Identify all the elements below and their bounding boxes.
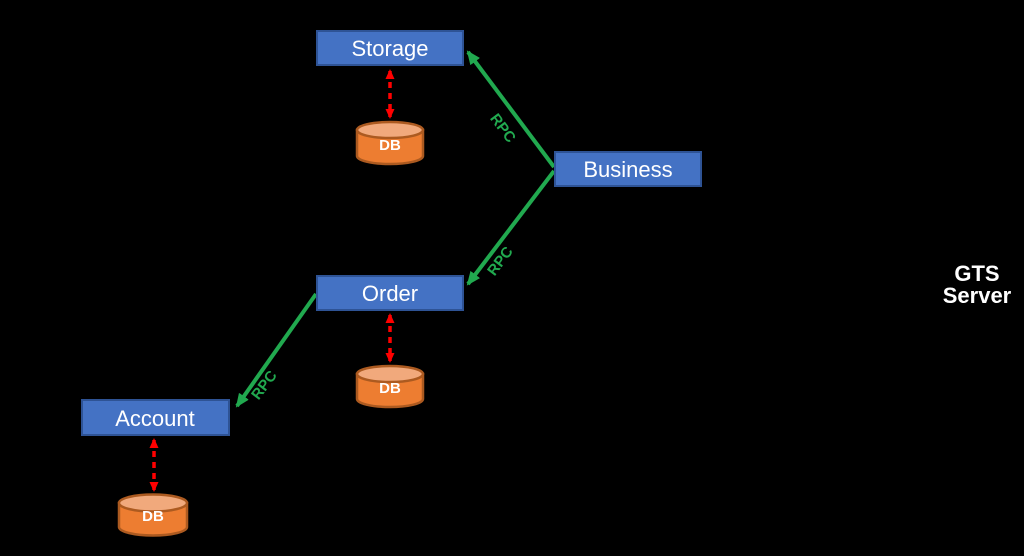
node-storage: Storage	[316, 30, 464, 66]
database-order-label: DB	[379, 380, 401, 397]
gts-server-annotation: GTS Server	[943, 261, 1012, 308]
edge-order-to-account: RPC	[235, 292, 318, 408]
edge-business-to-order: RPC	[466, 169, 556, 286]
node-order: Order	[316, 275, 464, 311]
edge-label-rpc-2: RPC	[484, 243, 517, 279]
database-account-icon: DB	[117, 493, 189, 537]
node-storage-label: Storage	[351, 36, 428, 61]
database-storage-label: DB	[379, 137, 401, 154]
node-business-label: Business	[583, 157, 672, 182]
edge-label-rpc-3: RPC	[248, 367, 281, 403]
gts-server-line1: GTS	[954, 261, 999, 286]
database-storage-icon: DB	[355, 120, 425, 166]
node-account-label: Account	[115, 406, 195, 431]
node-business: Business	[554, 151, 702, 187]
gts-server-line2: Server	[943, 283, 1012, 308]
node-account: Account	[81, 399, 230, 436]
database-order-icon: DB	[355, 364, 425, 409]
node-order-label: Order	[362, 281, 418, 306]
edge-business-to-storage: RPC	[466, 50, 556, 169]
database-account-label: DB	[142, 508, 164, 525]
